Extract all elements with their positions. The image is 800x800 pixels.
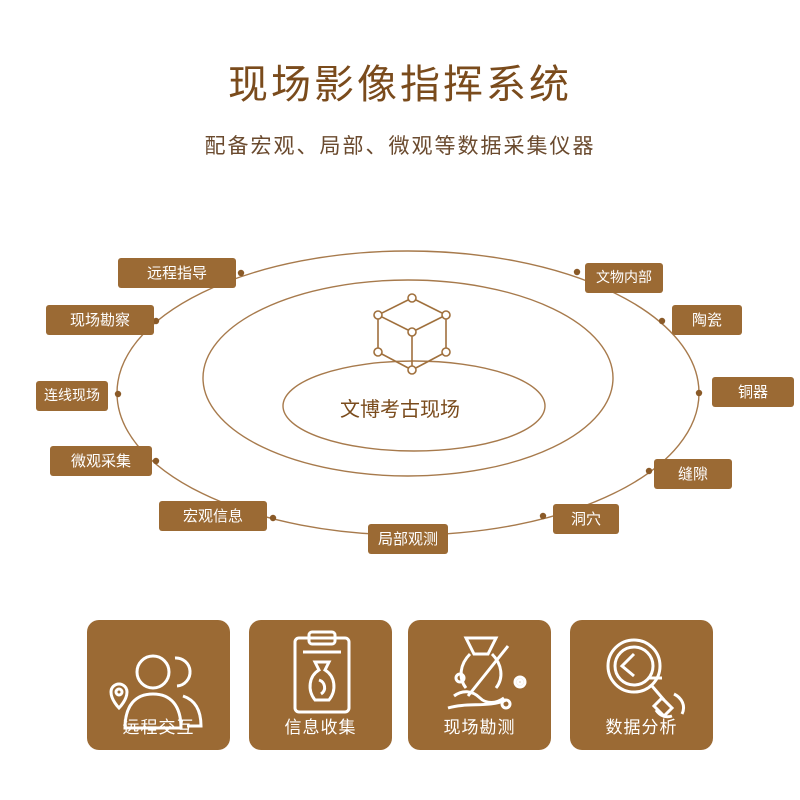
ring-dot xyxy=(573,268,581,276)
tag-gap: 缝隙 xyxy=(654,459,732,489)
tag-macro-info: 宏观信息 xyxy=(159,501,267,531)
feature-card-info-collect: 信息收集 xyxy=(249,620,392,750)
ring-dot xyxy=(237,269,245,277)
feature-card-data-analysis: 数据分析 xyxy=(570,620,713,750)
ring-dot xyxy=(152,317,160,325)
users-location-icon xyxy=(109,654,203,730)
center-label: 文博考古现场 xyxy=(340,397,460,421)
clipboard-vase-icon xyxy=(293,630,351,714)
ring-dot xyxy=(539,512,547,520)
middle-ring xyxy=(202,279,614,477)
tag-live-connect: 连线现场 xyxy=(36,381,108,411)
tag-local-observe: 局部观测 xyxy=(368,524,448,554)
feature-card-site-survey: 现场勘测 xyxy=(408,620,551,750)
ring-dots xyxy=(114,268,703,539)
ring-dot xyxy=(114,390,122,398)
page-subtitle: 配备宏观、局部、微观等数据采集仪器 xyxy=(204,134,596,158)
inner-ring xyxy=(282,360,546,452)
tag-ceramics: 陶瓷 xyxy=(672,305,742,335)
magnifier-chart-icon xyxy=(606,638,686,719)
feature-label: 数据分析 xyxy=(605,718,678,738)
feature-label: 信息收集 xyxy=(284,718,357,738)
page-title: 现场影像指挥系统 xyxy=(228,62,572,108)
cube-network-icon xyxy=(373,293,451,375)
feature-card-remote-interaction: 远程交互 xyxy=(87,620,230,750)
tag-site-survey: 现场勘察 xyxy=(46,305,154,335)
ring-dot xyxy=(695,389,703,397)
excavation-hand-icon xyxy=(447,636,527,710)
ring-dot xyxy=(658,317,666,325)
tag-cave: 洞穴 xyxy=(553,504,619,534)
ring-dot xyxy=(269,514,277,522)
tag-bronze: 铜器 xyxy=(712,377,794,407)
tag-remote-guidance: 远程指导 xyxy=(118,258,236,288)
tag-micro-capture: 微观采集 xyxy=(50,446,152,476)
feature-label: 现场勘测 xyxy=(443,718,516,738)
feature-label: 远程交互 xyxy=(122,718,195,738)
ring-dot xyxy=(152,457,160,465)
ring-dot xyxy=(645,467,653,475)
tag-relic-interior: 文物内部 xyxy=(585,263,663,293)
